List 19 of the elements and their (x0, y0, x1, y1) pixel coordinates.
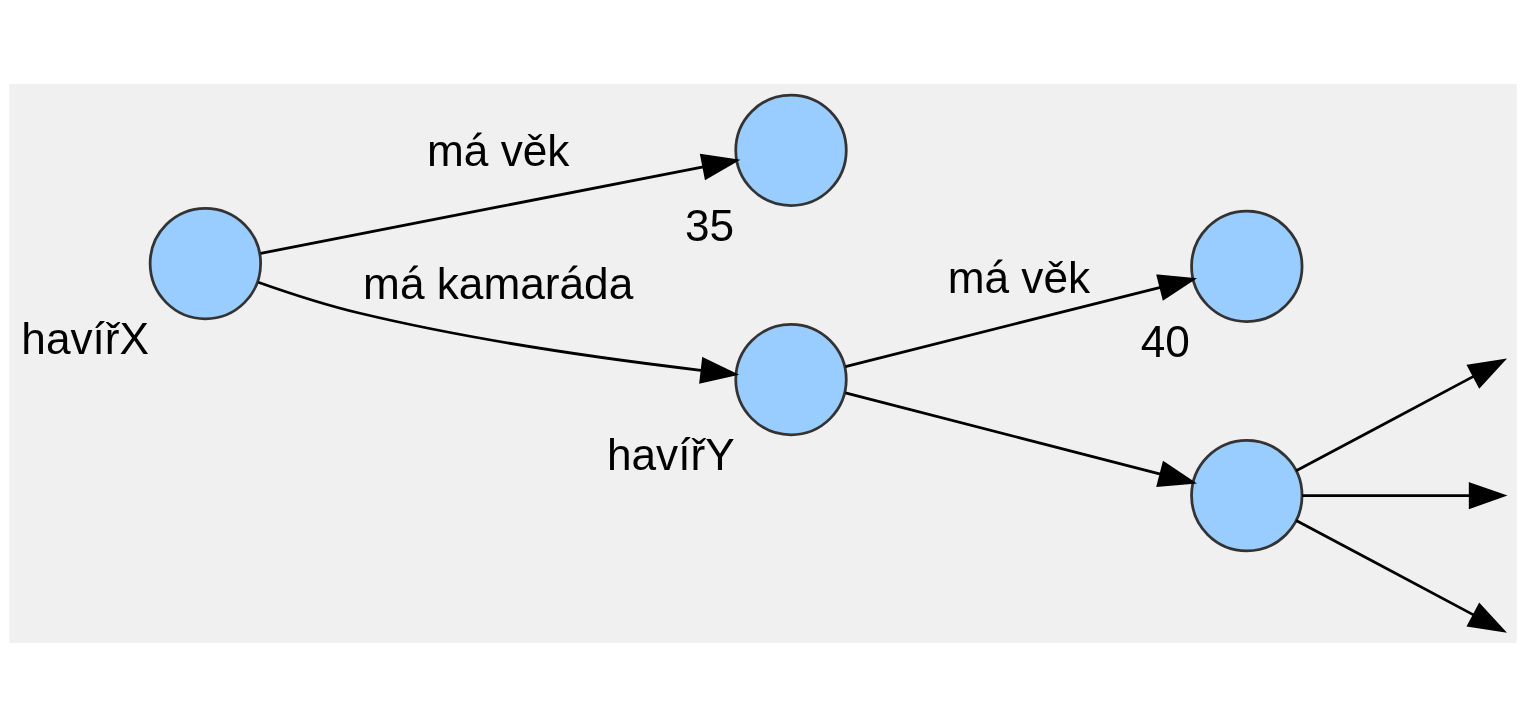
edge-label: má věk (426, 126, 570, 176)
node-label: havířX (21, 314, 150, 364)
arrow (1295, 358, 1507, 472)
node-label: havířY (606, 430, 735, 480)
node-circle (148, 206, 262, 321)
edge-label: má věk (947, 253, 1091, 303)
node-circle (1190, 209, 1304, 323)
node-label: 40 (1140, 316, 1190, 366)
arrow (257, 280, 740, 384)
arrow (845, 391, 1198, 487)
edge-label: má kamaráda (363, 258, 634, 308)
node-circle (734, 93, 848, 207)
arrow (260, 153, 741, 255)
arrow (845, 274, 1198, 368)
node-circle (1190, 438, 1304, 553)
node-circle (734, 322, 848, 437)
arrow (1302, 482, 1508, 510)
arrow (1295, 519, 1507, 633)
node-label: 35 (684, 200, 735, 250)
